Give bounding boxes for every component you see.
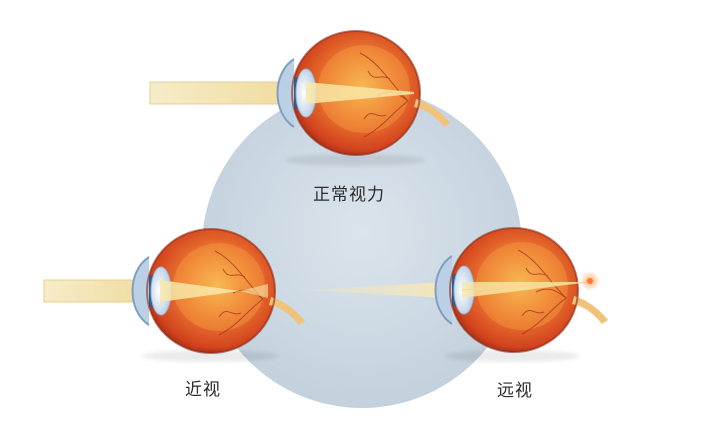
eye-hyperopia-icon	[302, 227, 609, 362]
background-circle	[202, 88, 522, 408]
eye-normal-icon	[149, 30, 451, 166]
eye-myopia-icon	[43, 228, 306, 362]
label-normal-vision: 正常视力	[313, 185, 385, 205]
label-myopia: 近视	[185, 380, 221, 400]
label-hyperopia: 远视	[497, 381, 533, 401]
